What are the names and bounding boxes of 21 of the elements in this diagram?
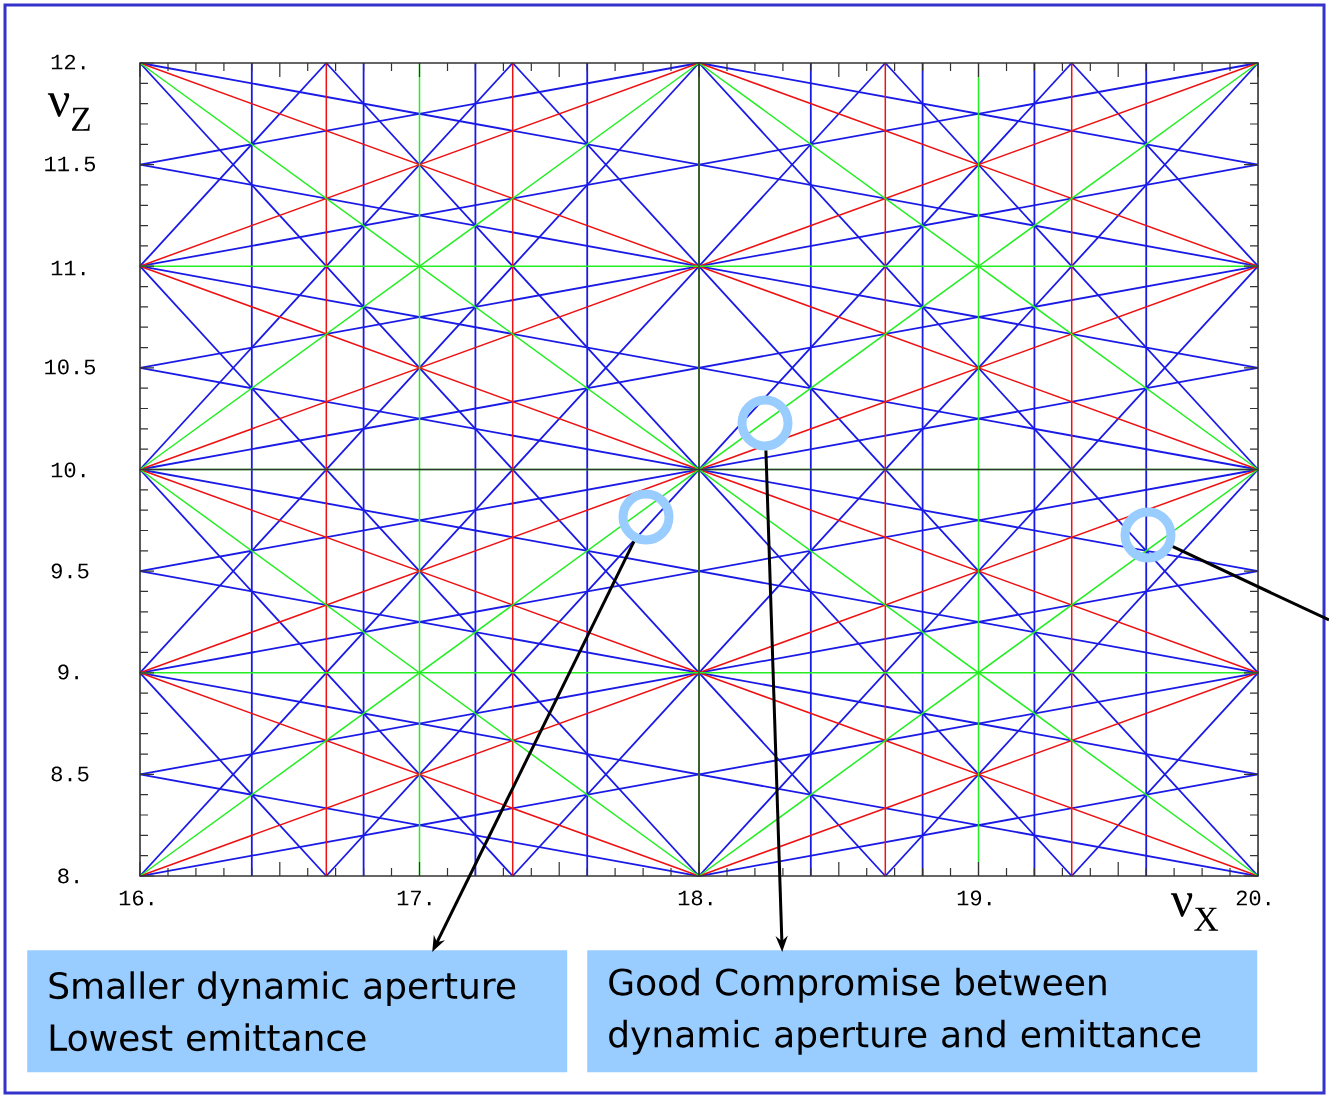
tick-label: 11. [51,260,85,276]
ring-marker [618,489,674,545]
tick-label: 9.5 [51,563,89,579]
ring-marker [1120,507,1176,563]
callout-box: Smaller dynamic aperture Lowest emittance [27,950,568,1073]
ring-marker [737,395,793,451]
tick-label: 12. [51,54,85,70]
tick-label: 8. [58,868,78,884]
tick-label: 10. [51,462,85,478]
tick-label: 20. [1236,890,1270,906]
tick-label: 18. [678,890,712,906]
tick-label: 10.5 [45,359,95,375]
axis-label: ν$_{Z}$ [47,93,90,131]
leader-line [1172,545,1329,622]
tick-label: 19. [957,890,991,906]
callout-box: Good Compromise between dynamic aperture and emittance [587,950,1258,1073]
tick-label: 16. [119,890,153,906]
tick-label: 9. [58,664,78,680]
tick-label: 8.5 [51,766,89,782]
tick-label: 17. [397,890,431,906]
tick-label: 11.5 [45,156,95,172]
